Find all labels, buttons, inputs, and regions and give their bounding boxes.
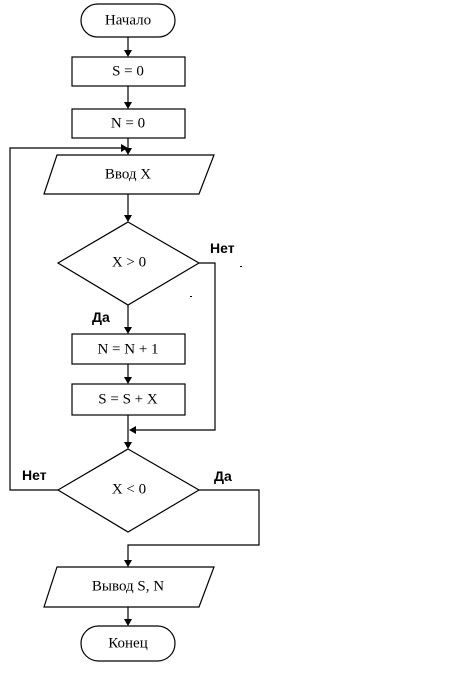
edge-output-to-end xyxy=(124,607,132,626)
edge-negative-no-loop xyxy=(9,144,128,491)
positive-decision-label: X > 0 xyxy=(112,254,146,270)
start-terminator-label: Начало xyxy=(105,12,151,28)
edge-inc-n-to-add-s xyxy=(124,364,132,384)
edge-add-s-to-negative xyxy=(124,415,132,449)
negative-decision-shape xyxy=(56,448,201,533)
edge-add-s-to-negative-arrow xyxy=(124,442,132,449)
add-s-process: S = S + X xyxy=(71,383,186,416)
edge-start-to-init-s xyxy=(124,37,132,57)
edge-positive-no-bypass-arrow xyxy=(129,426,136,434)
edge-inc-n-to-add-s-arrow xyxy=(124,377,132,384)
positive-no-label: Нет xyxy=(210,240,235,256)
end-terminator-label: Конец xyxy=(108,635,147,651)
negative-decision: X < 0 xyxy=(56,448,201,533)
edge-init-n-to-input xyxy=(124,138,132,155)
edge-positive-no-bypass-line xyxy=(135,262,216,431)
init-s-process-label: S = 0 xyxy=(112,63,144,79)
edge-start-to-init-s-arrow xyxy=(124,50,132,57)
scan-speck xyxy=(240,266,242,267)
negative-yes-label: Да xyxy=(214,468,232,484)
inc-n-process: N = N + 1 xyxy=(71,333,186,365)
init-n-process-label: N = 0 xyxy=(111,115,145,131)
edge-negative-yes-to-output-arrow xyxy=(124,560,132,567)
input-x-io: Ввод X xyxy=(43,154,215,195)
init-s-process-shape xyxy=(71,56,186,87)
end-terminator: Конец xyxy=(80,625,176,662)
edge-init-s-to-init-n xyxy=(124,86,132,109)
output-io: Вывод S, N xyxy=(43,566,215,608)
input-x-io-shape xyxy=(43,154,215,195)
edge-init-s-to-init-n-arrow xyxy=(124,102,132,109)
init-n-process-shape xyxy=(71,108,186,139)
edge-negative-yes-to-output xyxy=(124,489,260,567)
output-io-label: Вывод S, N xyxy=(92,578,164,594)
scan-speck xyxy=(190,296,192,297)
edge-negative-yes-to-output-line xyxy=(127,489,260,561)
edge-positive-yes-to-inc-n xyxy=(124,305,132,334)
output-io-shape xyxy=(43,566,215,608)
negative-decision-label: X < 0 xyxy=(112,481,146,497)
edge-positive-yes-to-inc-n-arrow xyxy=(124,327,132,334)
edge-input-to-positive xyxy=(124,194,132,222)
input-x-io-label: Ввод X xyxy=(105,166,151,182)
negative-no-label: Нет xyxy=(22,467,47,483)
positive-decision: X > 0 xyxy=(56,221,201,306)
edge-output-to-end-arrow xyxy=(124,619,132,626)
positive-yes-label: Да xyxy=(92,309,110,325)
init-n-process: N = 0 xyxy=(71,108,186,139)
edge-input-to-positive-arrow xyxy=(124,215,132,222)
edge-positive-no-bypass xyxy=(129,262,216,434)
inc-n-process-label: N = N + 1 xyxy=(97,341,158,357)
start-terminator: Начало xyxy=(80,3,176,38)
edge-negative-no-loop-arrow xyxy=(121,144,128,152)
edge-negative-no-loop-line xyxy=(9,147,122,491)
edge-init-n-to-input-arrow xyxy=(124,148,132,155)
init-s-process: S = 0 xyxy=(71,56,186,87)
add-s-process-label: S = S + X xyxy=(98,391,158,407)
inc-n-process-shape xyxy=(71,333,186,365)
